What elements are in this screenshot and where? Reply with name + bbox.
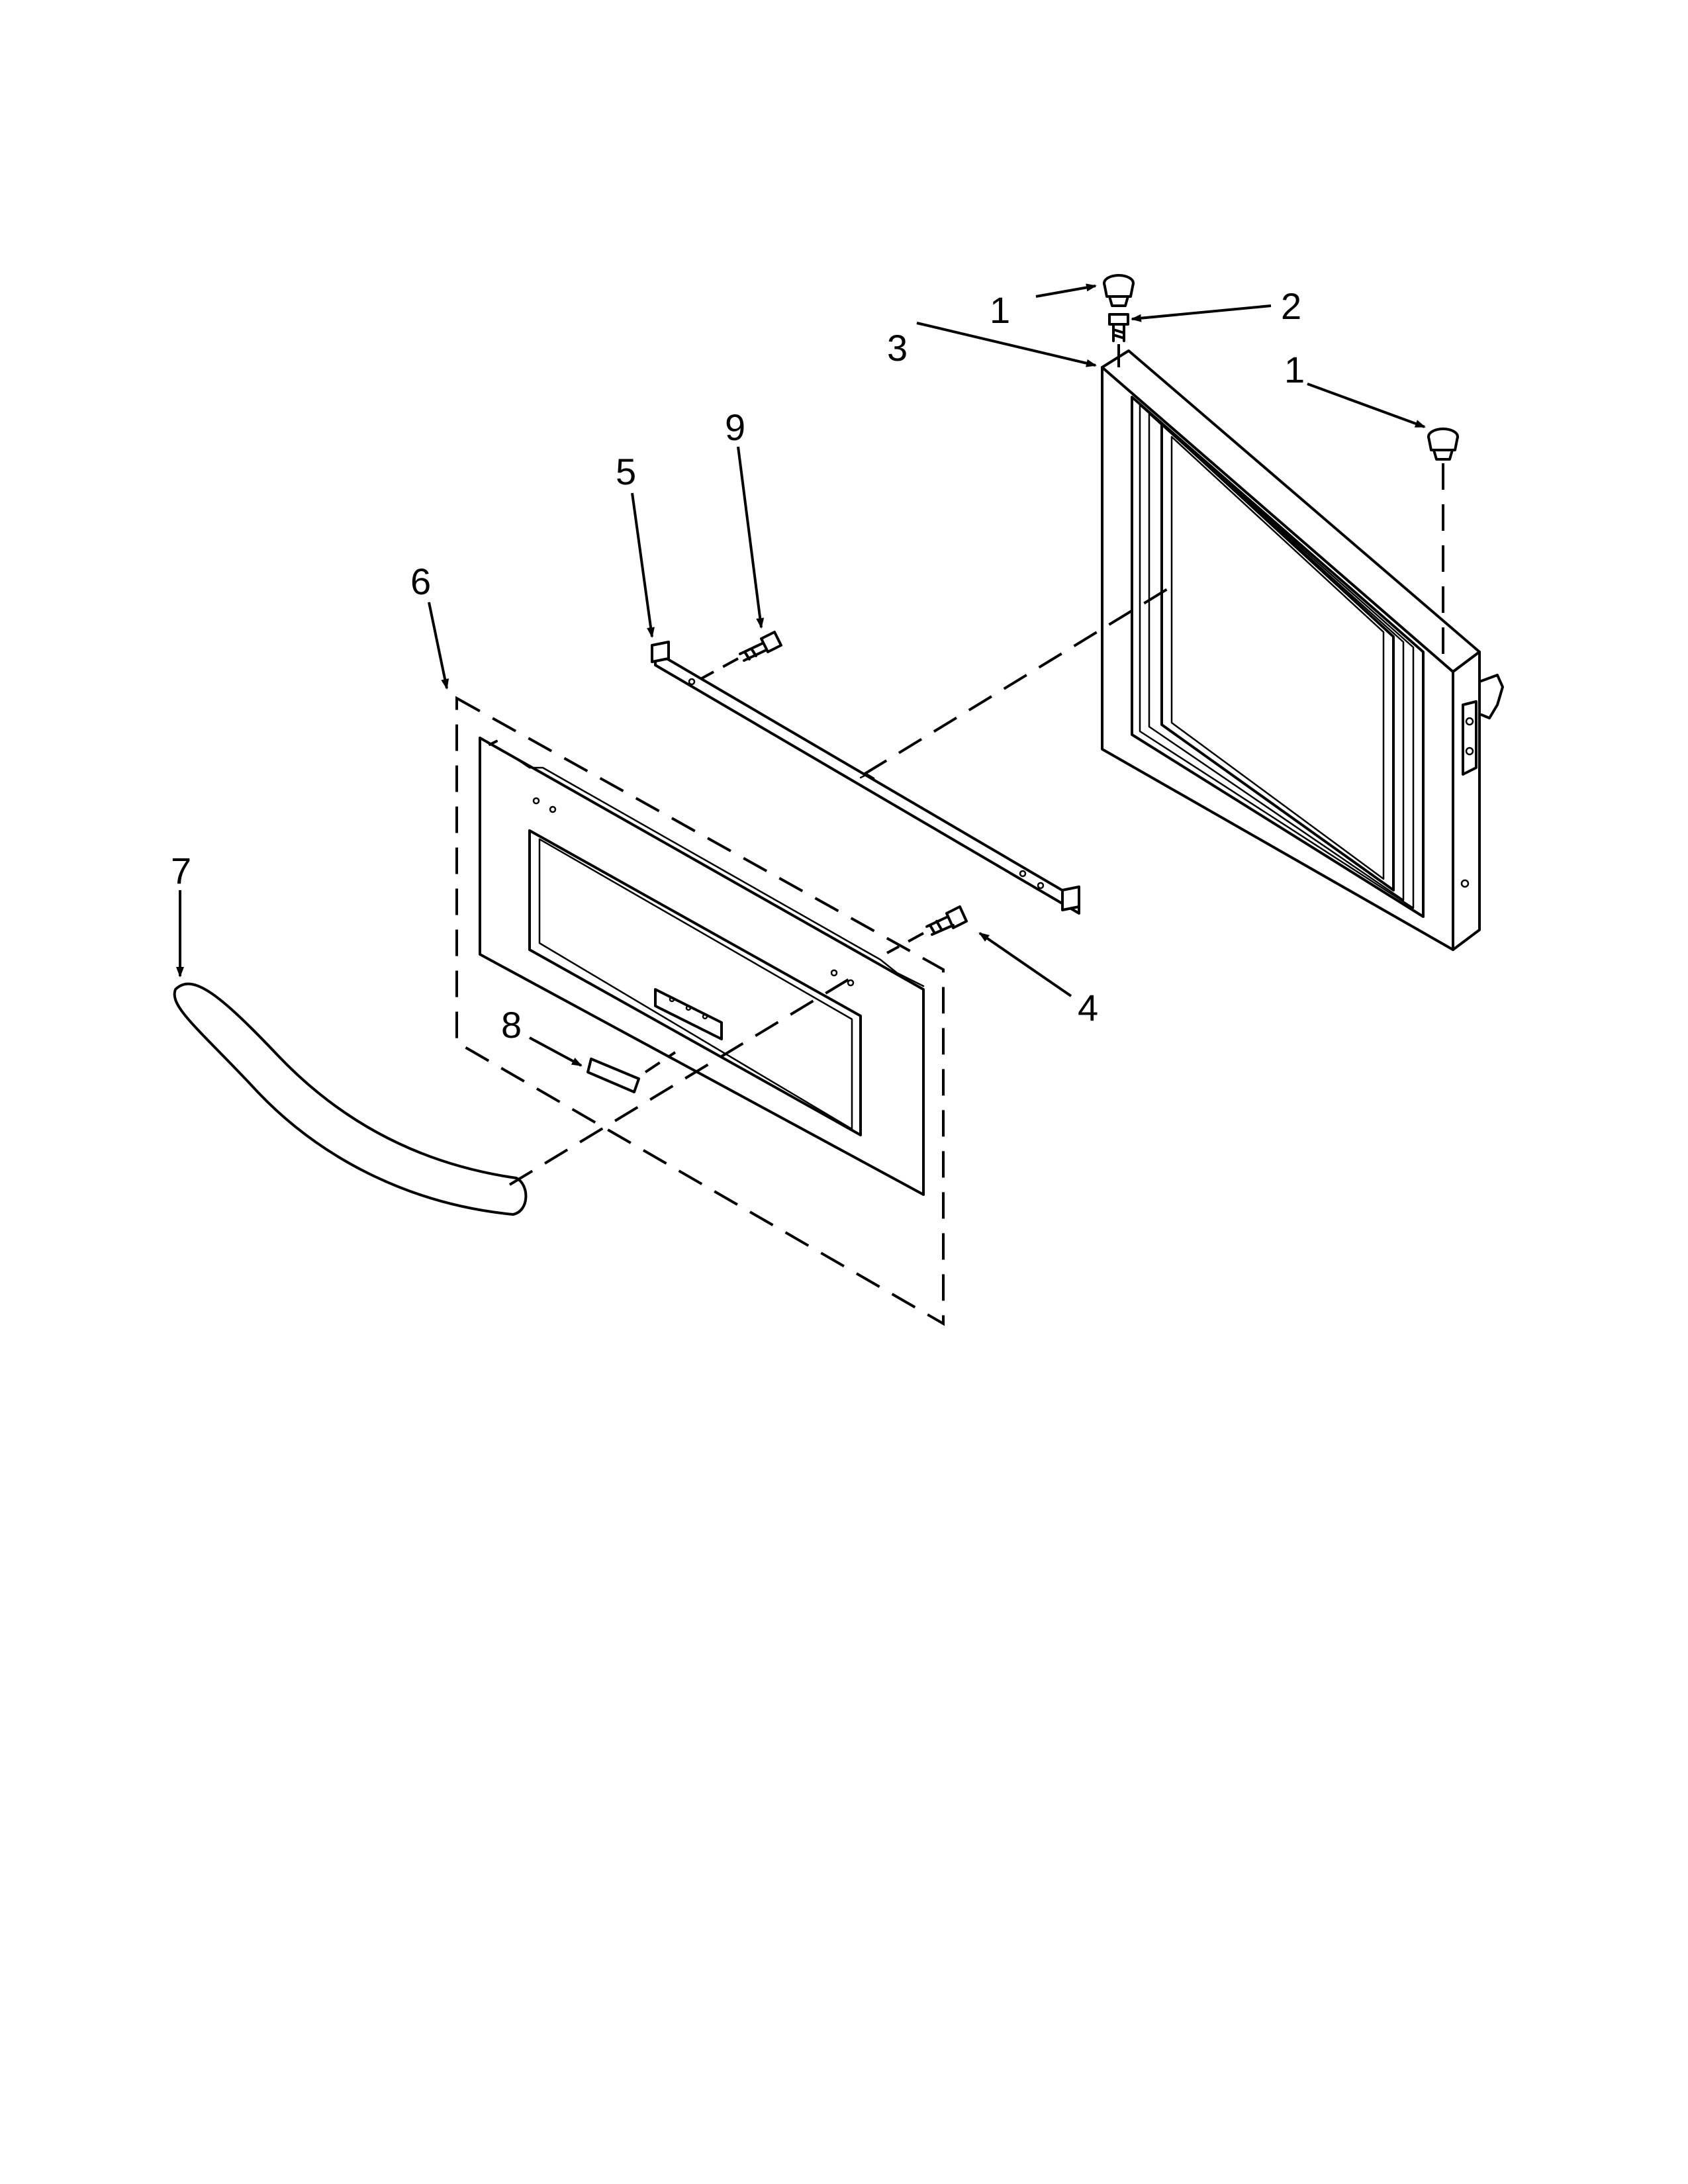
leader-handle-panel xyxy=(508,975,855,1186)
arrow-part-6 xyxy=(428,602,449,690)
screw-part-4 xyxy=(925,905,968,936)
arrow-part-8 xyxy=(529,1036,583,1067)
arrow-part-9 xyxy=(737,446,765,629)
label-part-1b: 1 xyxy=(1284,349,1305,390)
label-part-5: 5 xyxy=(616,451,636,492)
label-part-9: 9 xyxy=(725,406,745,448)
label-part-2: 2 xyxy=(1281,285,1301,327)
panel-assembly-outline xyxy=(455,696,945,1326)
label-part-6: 6 xyxy=(410,561,431,602)
screw-part-9 xyxy=(739,631,782,662)
door-panel-part xyxy=(479,737,925,1196)
screw-part-2 xyxy=(1108,313,1129,342)
pad-part xyxy=(586,1058,640,1093)
plug-part-b xyxy=(1427,428,1459,461)
mounting-bar-part xyxy=(651,641,1080,915)
label-part-4: 4 xyxy=(1078,987,1098,1028)
plug-part-a xyxy=(1103,274,1135,307)
leader-pad xyxy=(644,1051,677,1073)
arrow-part-2 xyxy=(1131,304,1272,322)
label-part-1a: 1 xyxy=(990,289,1010,331)
arrow-part-3 xyxy=(916,322,1097,367)
label-part-3: 3 xyxy=(887,327,908,369)
leader-screw-9 xyxy=(701,657,739,680)
leader-frame-bar xyxy=(863,581,1180,776)
door-frame-part xyxy=(1101,349,1504,951)
arrow-part-4 xyxy=(978,932,1072,997)
arrow-part-5 xyxy=(631,492,655,638)
label-part-8: 8 xyxy=(501,1004,522,1046)
leader-screw-4 xyxy=(886,932,924,954)
arrow-part-1b xyxy=(1307,383,1426,428)
arrow-part-1a xyxy=(1035,283,1097,298)
label-part-7: 7 xyxy=(171,850,191,891)
handle-part xyxy=(173,982,528,1216)
